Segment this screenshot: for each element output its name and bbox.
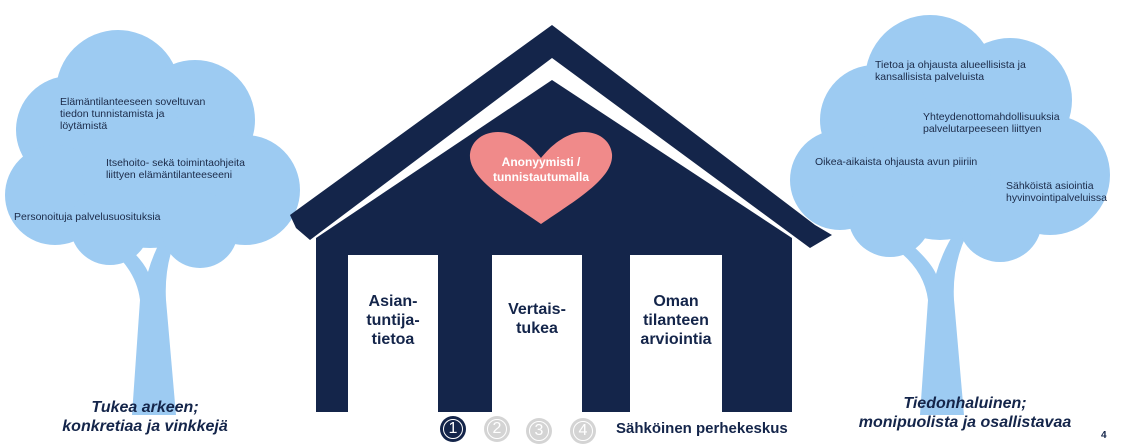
step-3-label: 3 [529,421,549,441]
right-tree-caption: Tiedonhaluinen; monipuolista ja osallist… [858,395,1072,431]
pillar-asiantuntijatietoa [348,255,438,412]
pillar-label-1: Asian- tuntija- tietoa [366,293,420,348]
page-number: 4 [1101,430,1107,441]
heart-label: Anonyymisti / tunnistautumalla [492,155,589,184]
left-tree-icon [5,30,300,415]
right-tree-icon [790,15,1110,415]
step-4-indicator[interactable]: 4 [570,418,596,444]
step-1-label: 1 [443,419,463,439]
left-tree-item-2: Itsehoito- sekä toimintaohjeita liittyen… [106,157,245,181]
left-tree-caption: Tukea arkeen; konkretiaa ja vinkkejä [62,399,228,435]
pillar-vertaistukea [492,255,582,412]
right-tree-item-2: Yhteydenottomahdollisuuksia palvelutarpe… [923,111,1060,135]
footer-title: Sähköinen perhekeskus [616,420,788,437]
step-2-indicator[interactable]: 2 [484,416,510,442]
pillar-label-3: Oman tilanteen arviointia [640,293,712,348]
step-4-label: 4 [573,421,593,441]
step-3-indicator[interactable]: 3 [526,418,552,444]
right-tree-item-3: Oikea-aikaista ohjausta avun piiriin [815,156,978,168]
right-tree-item-1: Tietoa ja ohjausta alueellisista ja kans… [875,59,1026,83]
left-tree-item-1: Elämäntilanteeseen soveltuvan tiedon tun… [60,96,206,132]
step-1-indicator[interactable]: 1 [440,416,466,442]
left-tree-item-3: Personoituja palvelusuosituksia [14,211,161,223]
step-2-label: 2 [487,419,507,439]
pillar-label-2: Vertais- tukea [508,301,566,337]
right-tree-item-4: Sähköistä asiointia hyvinvointipalveluis… [1006,180,1107,204]
heart-icon [469,132,613,224]
pillar-oman-tilanteen-arviointia [630,255,722,412]
